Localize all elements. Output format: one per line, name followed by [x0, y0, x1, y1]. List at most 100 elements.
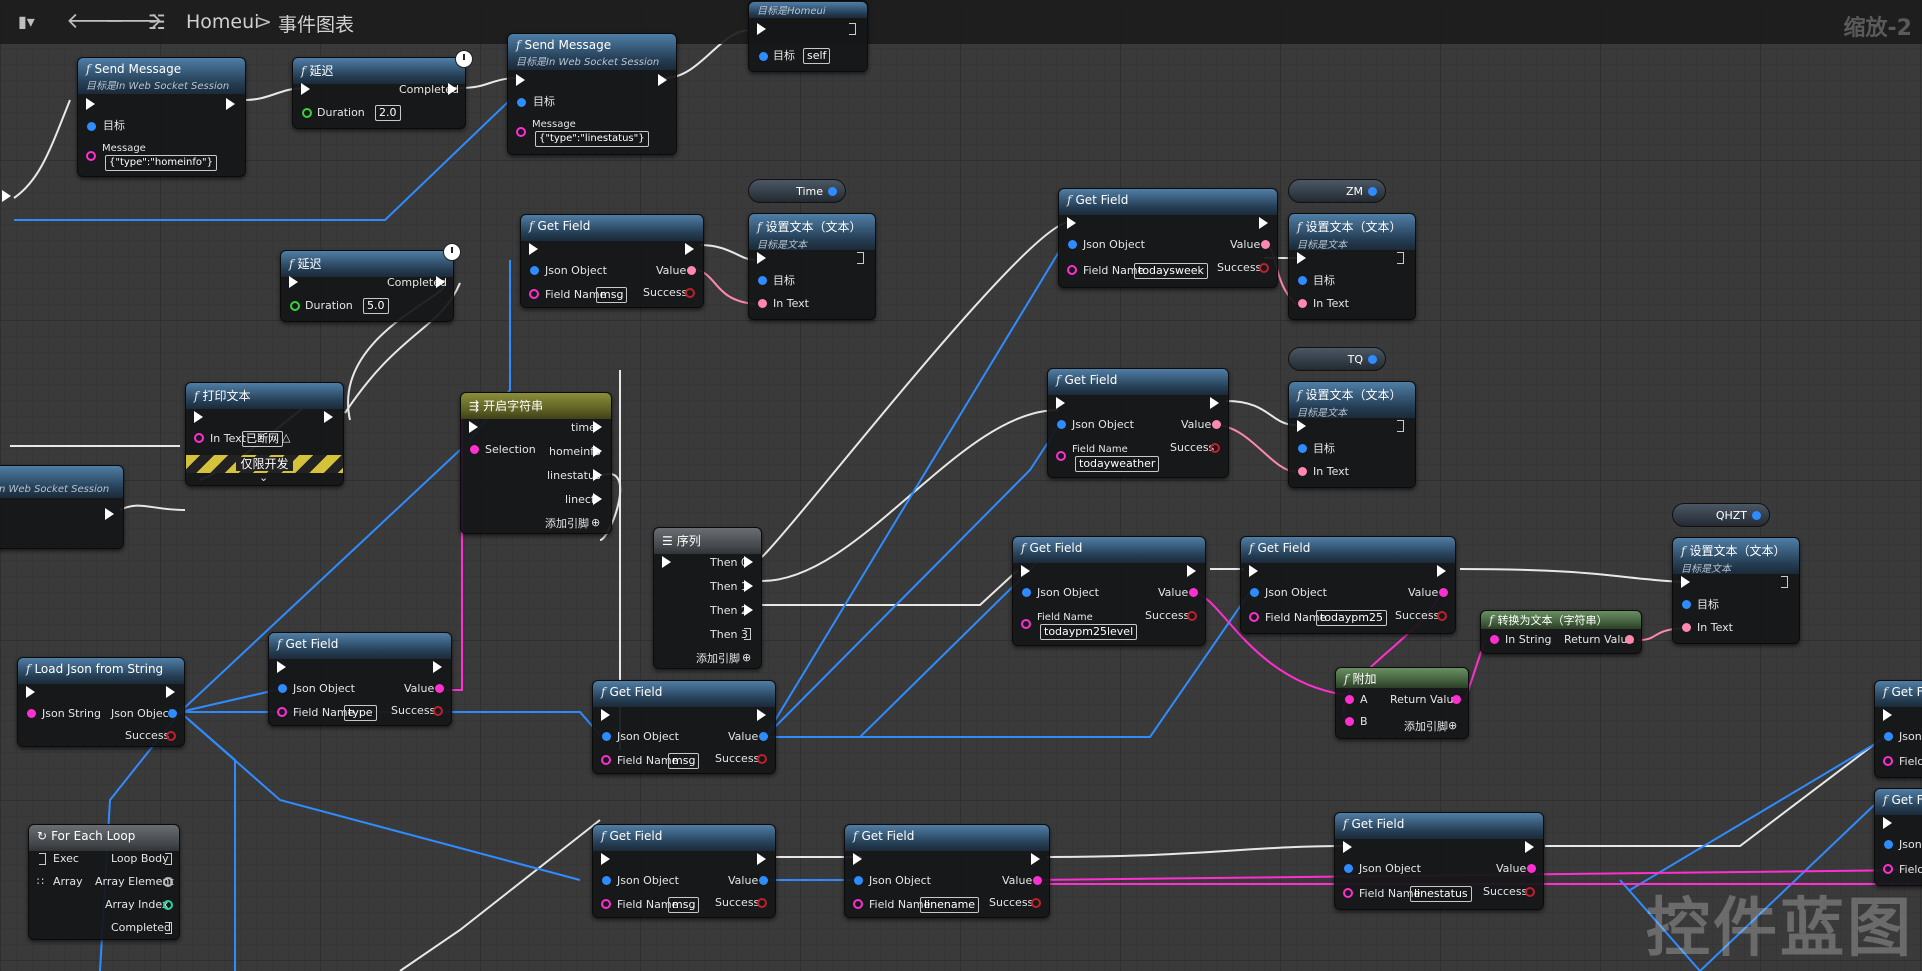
- node-top-partial[interactable]: 目标是Homeui 目标 self: [748, 0, 868, 72]
- exec-in-pin-partial[interactable]: [2, 190, 11, 202]
- json-object-pin[interactable]: [168, 709, 177, 718]
- node-for-each-loop[interactable]: ↻For Each Loop Exec Loop Body ∷Array Arr…: [28, 824, 180, 940]
- exec-in-pin[interactable]: [1297, 420, 1306, 432]
- exec-out-pin[interactable]: [658, 74, 667, 86]
- success-pin[interactable]: [757, 898, 767, 908]
- json-object-pin[interactable]: [1068, 240, 1077, 249]
- success-pin[interactable]: [433, 706, 443, 716]
- value-pin[interactable]: [1439, 588, 1448, 597]
- field-name-pin[interactable]: [1249, 612, 1259, 622]
- duration-value-field[interactable]: 2.0: [375, 105, 401, 121]
- field-name-pin[interactable]: [601, 755, 611, 765]
- target-pin[interactable]: [1298, 444, 1307, 453]
- add-icon[interactable]: ⊕: [1448, 719, 1458, 732]
- json-object-pin[interactable]: [1884, 840, 1893, 849]
- add-icon[interactable]: ⊕: [742, 651, 752, 664]
- add-pin-button[interactable]: 添加引脚: [696, 652, 740, 665]
- exec-out-pin[interactable]: [1259, 217, 1268, 229]
- field-name-value[interactable]: type: [344, 705, 377, 721]
- in-text-pin[interactable]: [758, 299, 767, 308]
- exec-in-pin[interactable]: [1056, 397, 1065, 409]
- duration-pin[interactable]: [290, 301, 300, 311]
- duration-pin[interactable]: [302, 108, 312, 118]
- target-pin[interactable]: [1298, 276, 1307, 285]
- message-value-field[interactable]: {"type":"linestatus"}: [535, 131, 649, 147]
- value-pin[interactable]: [1189, 588, 1198, 597]
- exec-in-pin[interactable]: [1297, 252, 1306, 264]
- exec-out-linestatus-pin[interactable]: [593, 469, 602, 481]
- exec-out-pin[interactable]: [1437, 565, 1446, 577]
- success-pin[interactable]: [166, 731, 176, 741]
- json-object-pin[interactable]: [1022, 588, 1031, 597]
- exec-in-pin[interactable]: [1249, 565, 1258, 577]
- exec-then2-pin[interactable]: [744, 604, 753, 616]
- chevron-down-icon[interactable]: ⌄: [259, 471, 269, 484]
- selection-pin[interactable]: [470, 445, 479, 454]
- exec-in-pin[interactable]: [289, 276, 298, 288]
- field-name-value[interactable]: linename: [920, 897, 980, 913]
- exec-out-pin[interactable]: [105, 508, 114, 520]
- node-websocket-partial[interactable]: n Web Socket Session: [0, 465, 124, 549]
- exec-out-time-pin[interactable]: [593, 421, 602, 433]
- exec-out-pin[interactable]: [1397, 252, 1406, 264]
- success-pin[interactable]: [1259, 263, 1269, 273]
- exec-in-pin[interactable]: [516, 74, 525, 86]
- exec-in-pin[interactable]: [1021, 565, 1030, 577]
- success-pin[interactable]: [1210, 443, 1220, 453]
- exec-in-pin[interactable]: [277, 661, 286, 673]
- exec-in-pin[interactable]: [1067, 217, 1076, 229]
- exec-in-pin[interactable]: [1681, 576, 1690, 588]
- add-icon[interactable]: ⊕: [591, 516, 601, 529]
- field-name-pin[interactable]: [1067, 265, 1077, 275]
- exec-out-pin[interactable]: [757, 709, 766, 721]
- field-name-value[interactable]: msg: [668, 753, 700, 769]
- field-name-pin[interactable]: [1021, 619, 1031, 629]
- json-string-pin[interactable]: [27, 709, 36, 718]
- json-object-pin[interactable]: [1884, 732, 1893, 741]
- exec-out-pin[interactable]: [1210, 397, 1219, 409]
- field-name-value[interactable]: todaypm25: [1316, 610, 1387, 626]
- value-pin[interactable]: [687, 266, 696, 275]
- json-object-pin[interactable]: [1344, 864, 1353, 873]
- exec-in-pin[interactable]: [26, 686, 35, 698]
- exec-in-pin[interactable]: [1883, 709, 1892, 721]
- field-name-pin[interactable]: [853, 899, 863, 909]
- field-name-value[interactable]: todaypm25level: [1040, 624, 1138, 640]
- add-pin-button[interactable]: 添加引脚: [1404, 720, 1448, 733]
- exec-then1-pin[interactable]: [744, 580, 753, 592]
- node-switch-on-string[interactable]: ⇶开启字符串 Selection time homeinfo linestatu…: [460, 392, 612, 534]
- exec-out-pin[interactable]: [1031, 853, 1040, 865]
- exec-out-pin[interactable]: [166, 686, 175, 698]
- in-string-pin[interactable]: [1490, 635, 1499, 644]
- target-pin[interactable]: [1682, 600, 1691, 609]
- json-object-pin[interactable]: [1250, 588, 1259, 597]
- variable-qhzt[interactable]: QHZT: [1672, 503, 1770, 527]
- return-value-pin[interactable]: [1452, 695, 1461, 704]
- variable-time[interactable]: Time: [748, 179, 846, 203]
- value-pin[interactable]: [1261, 240, 1270, 249]
- exec-then0-pin[interactable]: [744, 556, 753, 568]
- exec-out-pin[interactable]: [1397, 420, 1406, 432]
- exec-out-pin[interactable]: [324, 411, 333, 423]
- json-object-pin[interactable]: [1057, 420, 1066, 429]
- exec-out-pin[interactable]: [1187, 565, 1196, 577]
- target-pin[interactable]: [87, 122, 96, 131]
- exec-in-pin[interactable]: [529, 243, 538, 255]
- value-pin[interactable]: [1033, 876, 1042, 885]
- value-pin[interactable]: [759, 732, 768, 741]
- target-pin[interactable]: [759, 52, 768, 61]
- json-object-pin[interactable]: [854, 876, 863, 885]
- exec-in-pin[interactable]: [853, 853, 862, 865]
- json-object-pin[interactable]: [530, 266, 539, 275]
- success-pin[interactable]: [1187, 611, 1197, 621]
